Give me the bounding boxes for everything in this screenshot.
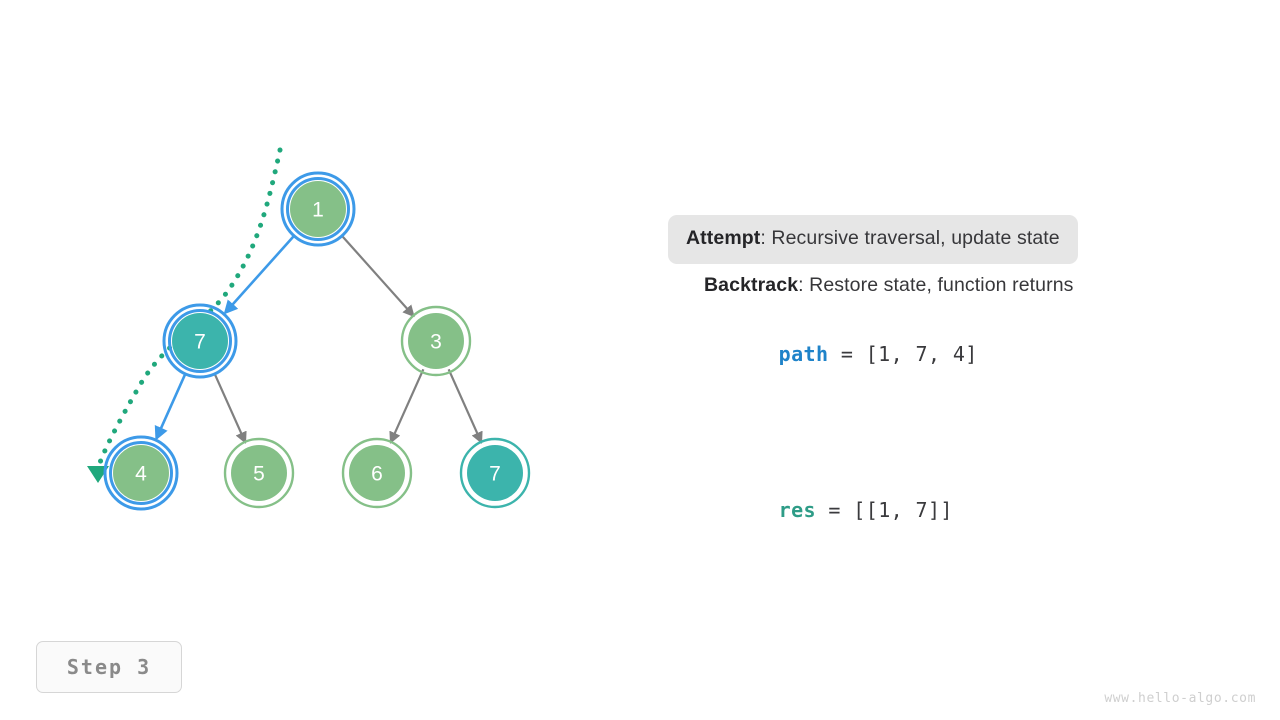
- path-variable-name: path: [778, 342, 829, 367]
- tree-node-3: 3: [400, 305, 472, 377]
- traversal-path-arrow-icon: [87, 466, 109, 483]
- node-outer-ring: [341, 437, 413, 509]
- node-value-label: 3: [430, 331, 442, 354]
- node-outer-ring: [223, 437, 295, 509]
- tree-node-6: 6: [341, 437, 413, 509]
- tree-node-1: 1: [280, 171, 356, 247]
- tree-edges: [154, 234, 483, 444]
- node-value-label: 5: [253, 463, 265, 486]
- node-value-label: 7: [489, 463, 501, 486]
- attempt-text: : Recursive traversal, update state: [760, 227, 1060, 249]
- tree-node-7-right: 7: [459, 437, 531, 509]
- tree-node-5: 5: [223, 437, 295, 509]
- node-highlight-inner-ring: [109, 441, 173, 505]
- tree-edge-3-to-6: [389, 368, 425, 444]
- node-circle: [231, 445, 287, 501]
- info-panel: Attempt: Recursive traversal, update sta…: [668, 215, 1206, 546]
- node-highlight-ring: [103, 435, 179, 511]
- attempt-keyword: Attempt: [686, 227, 761, 249]
- backtrack-keyword: Backtrack: [704, 273, 799, 296]
- node-circle: [290, 181, 346, 237]
- backtrack-row: Backtrack: Restore state, function retur…: [704, 273, 1206, 299]
- attempt-highlight-box: Attempt: Recursive traversal, update sta…: [668, 215, 1078, 264]
- node-circle: [408, 313, 464, 369]
- tree-nodes: 1 7 3 4 5 6 7: [103, 171, 531, 511]
- backtrack-text: : Restore state, function returns: [798, 273, 1074, 296]
- path-variable-row: path = [1, 7, 4]: [704, 318, 1206, 390]
- attempt-row: Attempt: Recursive traversal, update sta…: [668, 215, 1206, 264]
- node-highlight-inner-ring: [286, 177, 350, 241]
- node-outer-ring: [400, 305, 472, 377]
- node-value-label: 4: [135, 463, 147, 486]
- watermark: www.hello-algo.com: [1104, 691, 1256, 706]
- node-circle: [113, 445, 169, 501]
- tree-edge-1-to-7: [223, 234, 296, 315]
- node-circle: [467, 445, 523, 501]
- node-outer-ring: [459, 437, 531, 509]
- node-highlight-ring: [162, 303, 238, 379]
- node-highlight-inner-ring: [168, 309, 232, 373]
- node-circle: [172, 313, 228, 369]
- res-variable-value: = [[1, 7]]: [815, 498, 953, 523]
- tree-edge-1-to-3: [340, 234, 415, 318]
- node-value-label: 1: [312, 199, 324, 222]
- tree-edge-7-to-4: [154, 372, 187, 441]
- path-variable-value: = [1, 7, 4]: [828, 342, 978, 367]
- tree-edge-3-to-7: [447, 368, 483, 444]
- res-variable-name: res: [778, 498, 816, 523]
- node-circle: [349, 445, 405, 501]
- traversal-path: [87, 147, 283, 483]
- binary-tree-diagram: 1 7 3 4 5 6 7: [87, 147, 531, 511]
- tree-node-4: 4: [103, 435, 179, 511]
- tree-node-7-left: 7: [162, 303, 238, 379]
- res-variable-row: res = [[1, 7]]: [704, 474, 1206, 546]
- node-value-label: 6: [371, 463, 383, 486]
- node-highlight-ring: [280, 171, 356, 247]
- step-badge: Step 3: [36, 641, 182, 693]
- node-value-label: 7: [194, 331, 206, 354]
- tree-edge-7-to-5: [213, 372, 247, 444]
- traversal-path-dotted-line: [95, 147, 283, 471]
